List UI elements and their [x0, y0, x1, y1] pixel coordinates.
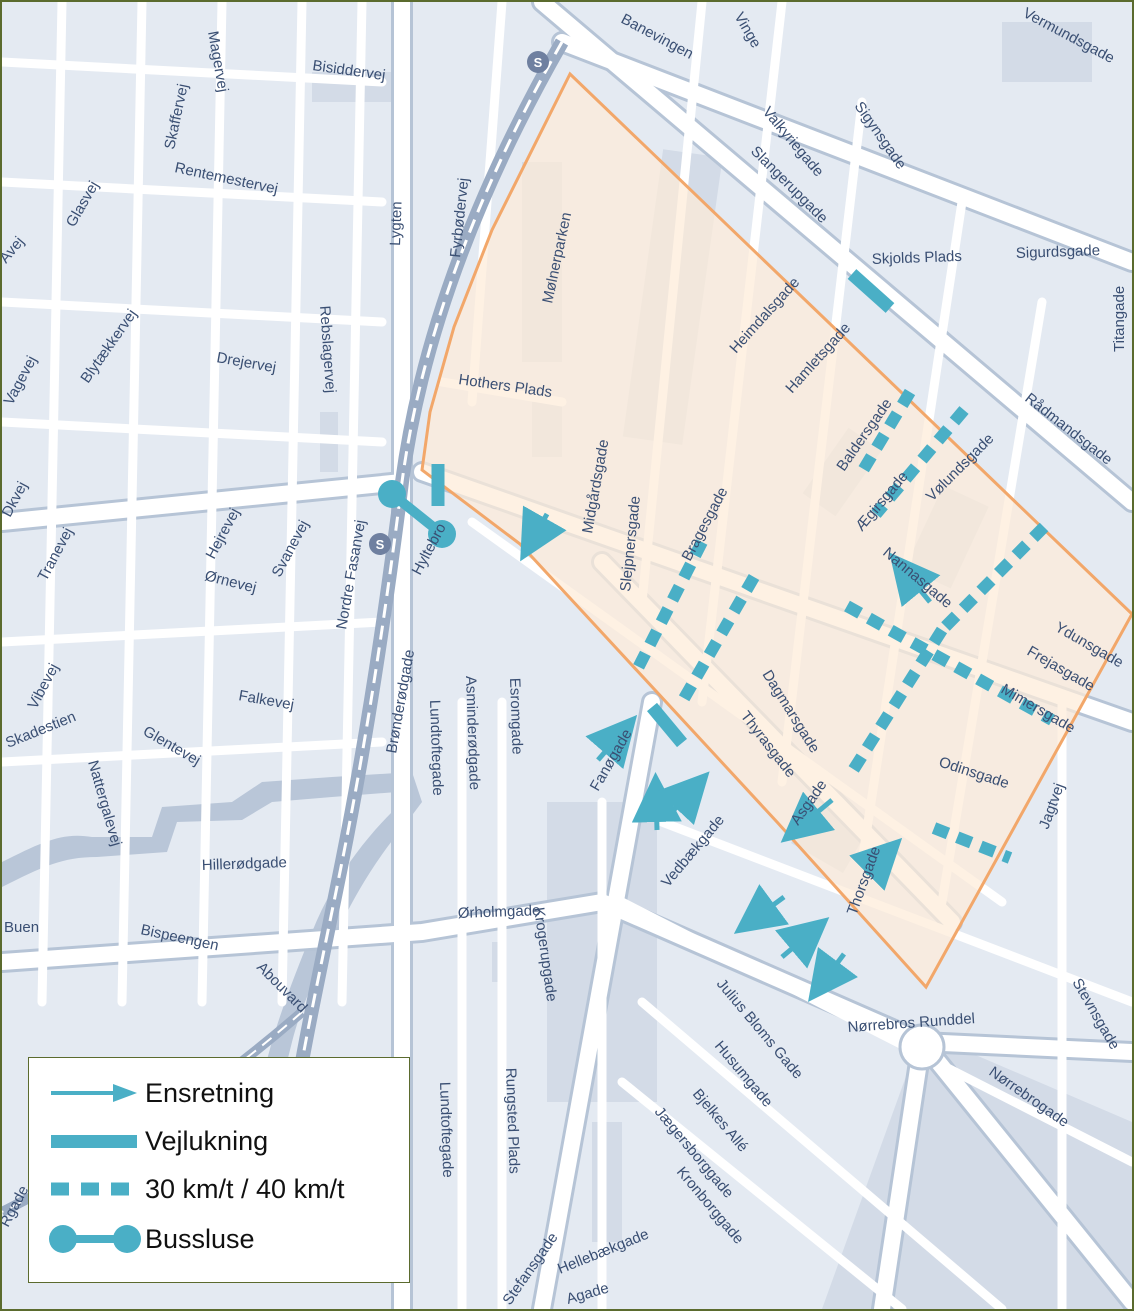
legend-label: 30 km/t / 40 km/t — [145, 1174, 345, 1204]
road-closure-bar-icon — [51, 1135, 137, 1148]
street-label: Asminderødgade — [462, 676, 483, 791]
canal — [2, 772, 422, 1082]
street-label: Lundtoftegade — [436, 1082, 456, 1178]
legend-item-bussluse: Bussluse — [29, 1216, 409, 1262]
svg-text:S: S — [376, 537, 385, 552]
legend-item-vejlukning: Vejlukning — [29, 1118, 409, 1164]
bus-gate — [378, 480, 456, 548]
traffic-zone-area — [420, 71, 1132, 990]
s-train-station-icon: S — [527, 51, 549, 73]
street-label: Sigurdsgade — [1016, 242, 1101, 262]
map-legend: Ensretning Vejlukning 30 km/t / 40 km/t … — [28, 1057, 410, 1283]
one-way-arrows — [520, 505, 941, 1002]
street-label: Buen — [4, 919, 39, 936]
bus-gate-icon — [49, 1225, 141, 1253]
roundabout-nørrebros-runddel — [898, 1023, 946, 1071]
speed-limit-dashed-icon — [51, 1182, 139, 1196]
street-label: Skjolds Plads — [872, 248, 963, 268]
street-label: Titangade — [1111, 286, 1128, 352]
street-label: Hillerødgade — [202, 854, 288, 874]
s-train-station-icon: S — [369, 533, 391, 555]
street-label: Lygten — [387, 201, 406, 246]
street-label: Rungsted Plads — [502, 1068, 523, 1174]
legend-label: Ensretning — [145, 1078, 275, 1108]
legend-item-ensretning: Ensretning — [29, 1070, 409, 1116]
street-label: Lundtoftegade — [426, 700, 446, 796]
street-label: Esromgade — [506, 678, 526, 755]
legend-label: Bussluse — [145, 1224, 255, 1254]
street-label: Rebslagervej — [316, 305, 339, 394]
svg-text:S: S — [534, 55, 543, 70]
legend-item-speed-limit: 30 km/t / 40 km/t — [29, 1166, 409, 1212]
one-way-arrow-icon — [51, 1084, 137, 1102]
road-closures — [431, 269, 895, 748]
speed-limit-lines — [632, 388, 1055, 864]
legend-label: Vejlukning — [145, 1126, 269, 1156]
street-label: Ørholmgade — [458, 902, 541, 922]
